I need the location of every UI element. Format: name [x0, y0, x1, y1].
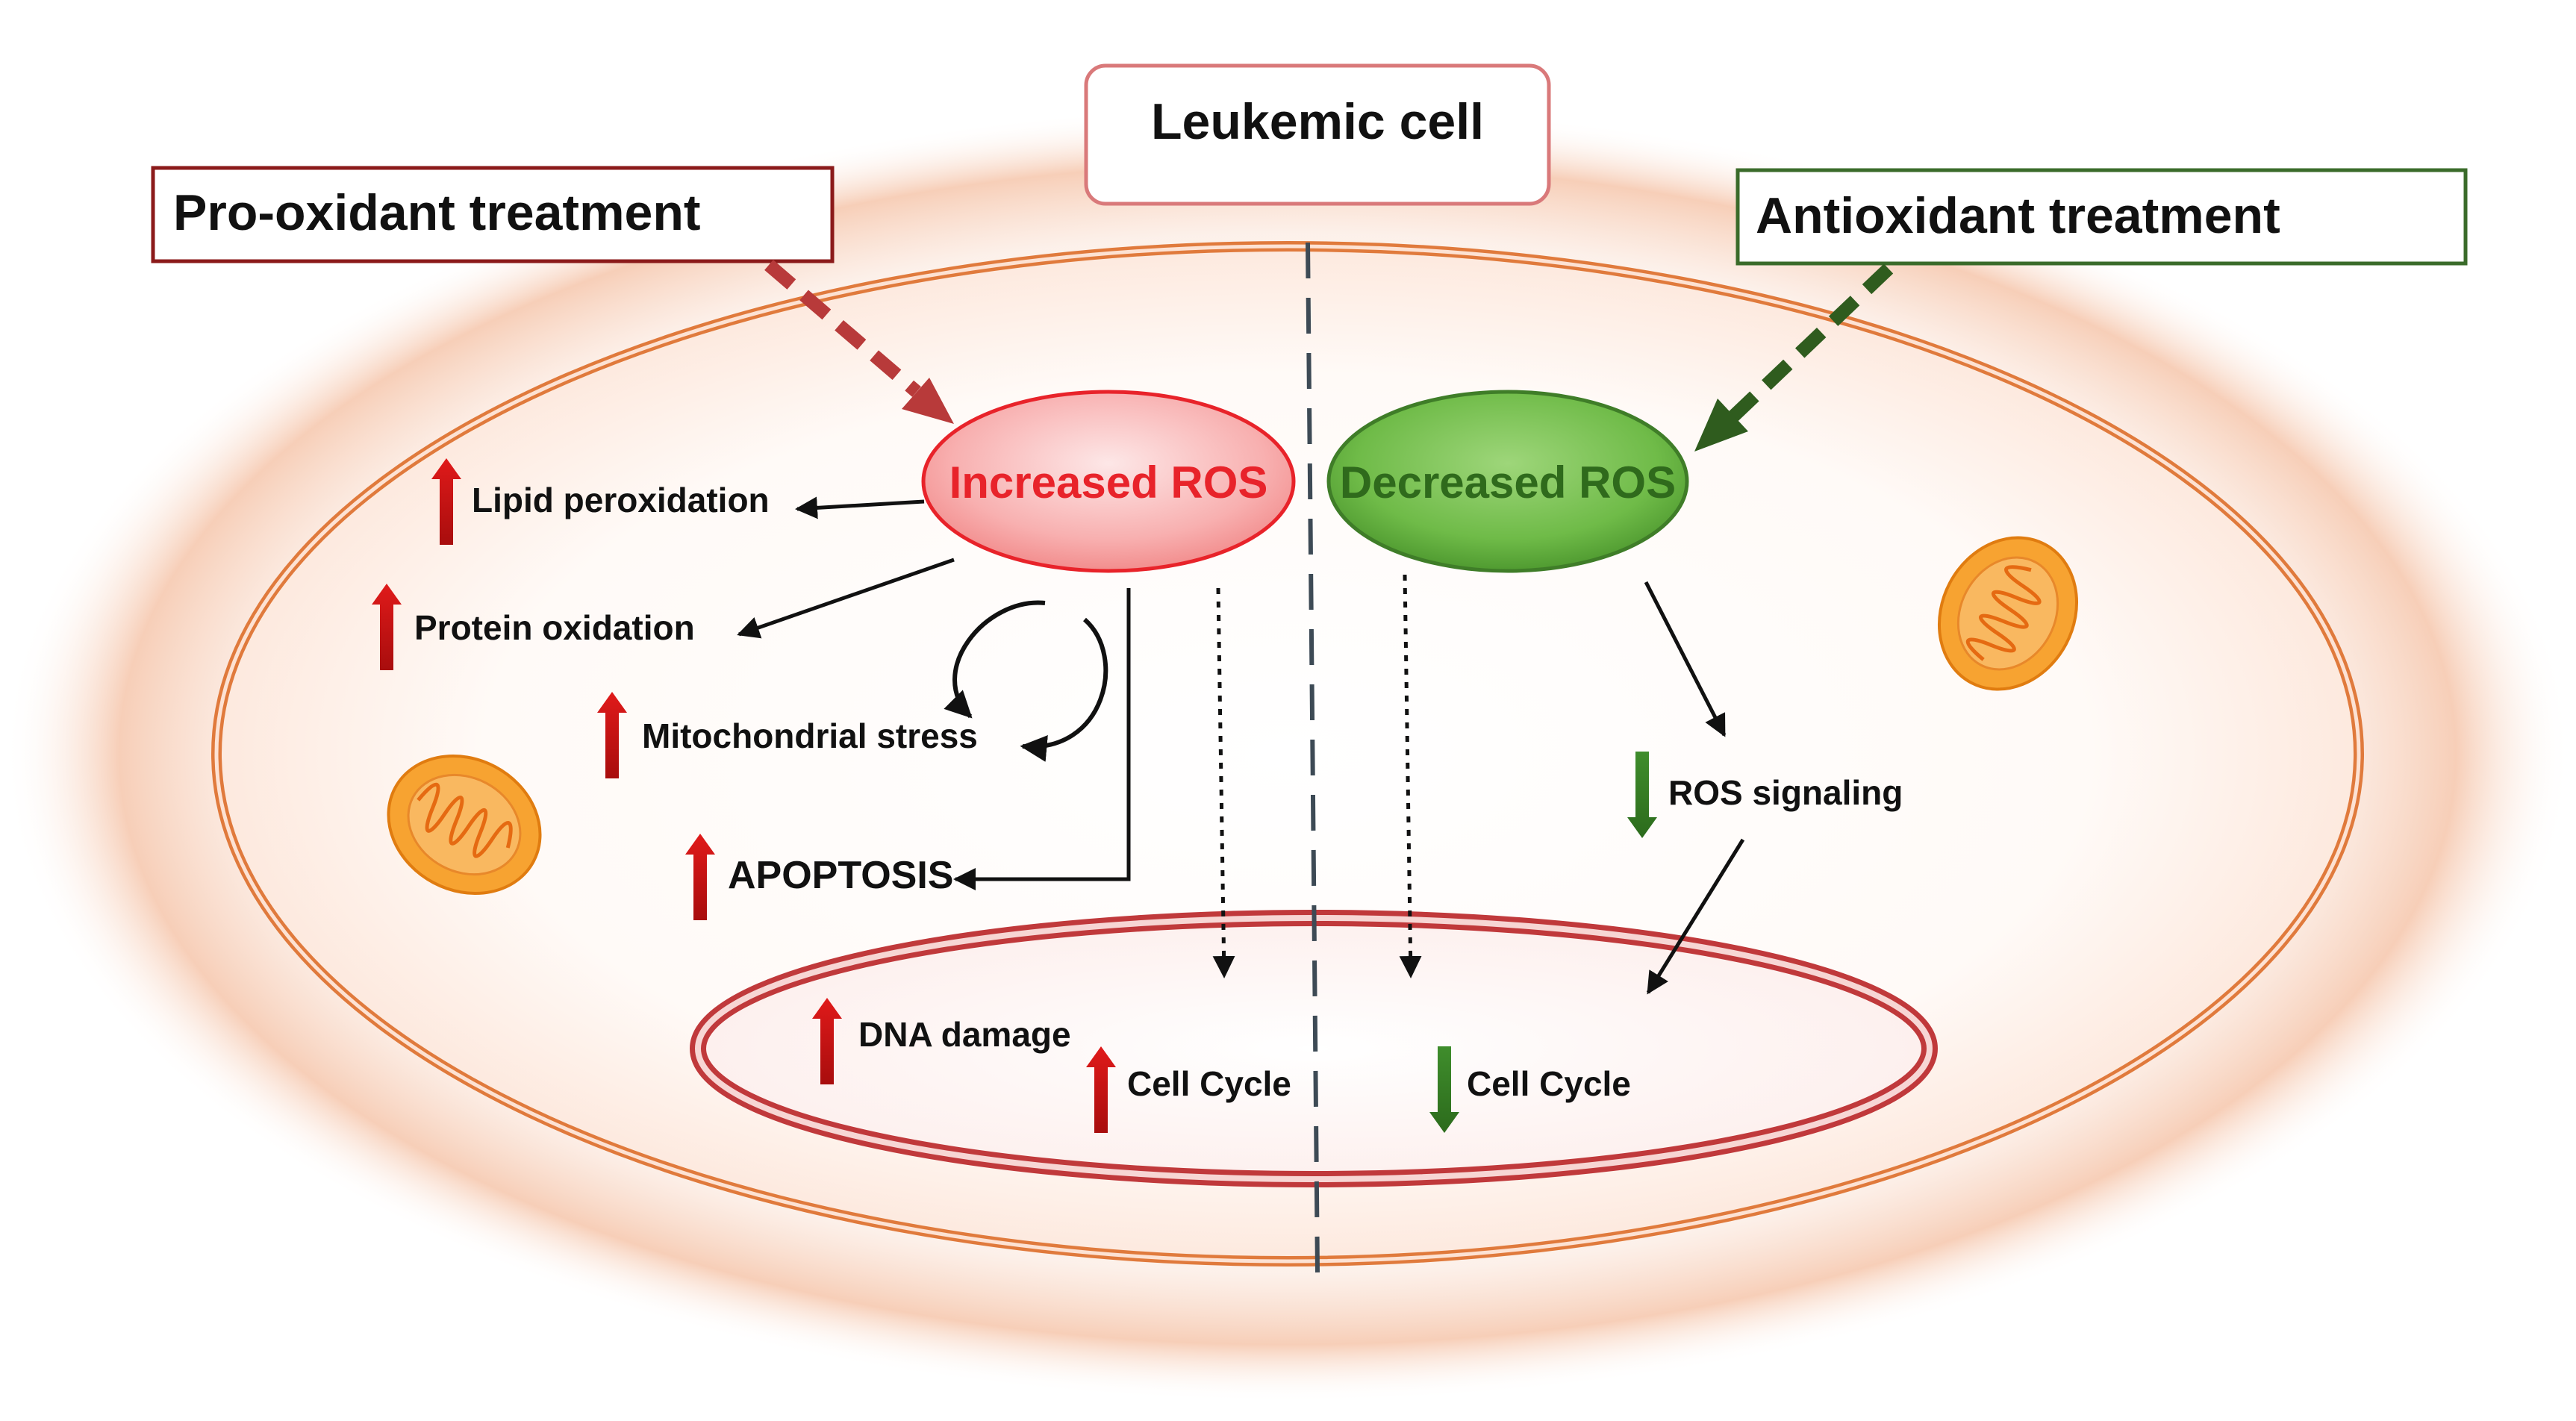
- antioxidant-box: [1735, 168, 2468, 266]
- decreased-ros-node: [1326, 390, 1689, 573]
- cell-cycle-left-label: Cell Cycle: [1127, 1064, 1291, 1103]
- page-title: Leukemic cell: [1151, 93, 1484, 150]
- protein-oxidation-label: Protein oxidation: [414, 608, 695, 647]
- arrow-to-lipid: [795, 496, 925, 519]
- arrow-to-protein: [737, 558, 955, 639]
- cycle-arrow-top: [944, 600, 1046, 719]
- title-box: [1084, 63, 1551, 206]
- cycle-arrow-bottom: [1020, 617, 1108, 762]
- mitochondrial-stress-label: Mitochondrial stress: [642, 716, 978, 755]
- increased-ros-label: Increased ROS: [949, 457, 1268, 508]
- antioxidant-arrowhead: [1694, 399, 1748, 452]
- antioxidant-arrow: [1728, 263, 1894, 422]
- arrow-to-ros-signaling: [1644, 581, 1727, 737]
- antioxidant-label: Antioxidant treatment: [1756, 187, 2280, 244]
- apoptosis-label: APOPTOSIS: [728, 854, 953, 897]
- arrow-to-nucleus-left: [1212, 587, 1235, 978]
- lipid-peroxidation-label: Lipid peroxidation: [472, 481, 770, 519]
- divider-line: [1306, 242, 1320, 1273]
- pro-oxidant-box: [151, 166, 835, 263]
- dna-damage-label: DNA damage: [858, 1015, 1071, 1054]
- decreased-ros-label: Decreased ROS: [1340, 457, 1676, 508]
- pro-oxidant-label: Pro-oxidant treatment: [173, 184, 701, 241]
- arrow-to-cell-cycle-right: [1646, 838, 1745, 995]
- ros-signaling-label: ROS signaling: [1668, 773, 1903, 812]
- arrow-to-apoptosis: [953, 588, 1131, 890]
- pro-oxidant-arrow: [764, 260, 921, 397]
- cell-cycle-right-label: Cell Cycle: [1467, 1064, 1631, 1103]
- increased-ros-node: [921, 390, 1296, 573]
- pro-oxidant-arrowhead: [902, 378, 954, 424]
